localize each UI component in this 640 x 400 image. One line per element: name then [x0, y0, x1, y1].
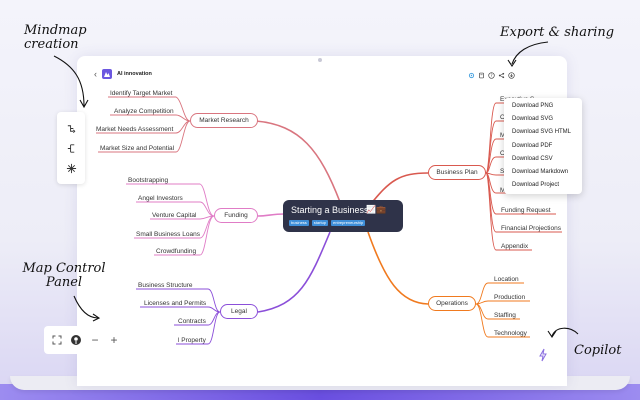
app-title: AI innovation — [117, 71, 152, 77]
node-crowdfunding[interactable]: Crowdfunding — [156, 248, 197, 255]
center-node-title: Starting a Business — [291, 205, 369, 215]
annotation-map-control-panel: Map Control Panel — [22, 261, 106, 290]
node-venture-capital[interactable]: Venture Capital — [152, 212, 197, 219]
add-sibling-icon[interactable] — [65, 142, 77, 154]
locate-icon[interactable] — [70, 334, 82, 346]
node-bp-c[interactable]: C — [500, 114, 505, 121]
node-market-size-potential[interactable]: Market Size and Potential — [100, 145, 175, 152]
mindmap-creation-panel — [57, 112, 85, 184]
node-financial-projections[interactable]: Financial Projections — [501, 225, 561, 232]
download-markdown-item[interactable]: Download Markdown — [512, 168, 569, 175]
branch-business-plan[interactable]: Business Plan — [428, 165, 486, 180]
download-png-item[interactable]: Download PNG — [512, 103, 554, 109]
zoom-in-button[interactable]: + — [110, 333, 118, 347]
node-bootstrapping[interactable]: Bootstrapping — [128, 177, 169, 184]
app-header: ‹ AI innovation — [94, 69, 152, 79]
node-angel-investors[interactable]: Angel Investors — [138, 195, 183, 202]
annotation-mindmap-creation: Mindmap creation — [24, 23, 87, 52]
node-staffing[interactable]: Staffing — [494, 312, 516, 319]
annotation-export-sharing: Export & sharing — [500, 25, 615, 40]
node-location[interactable]: Location — [494, 276, 519, 283]
tag-business[interactable]: business — [289, 220, 309, 226]
tag-entrepreneurship[interactable]: entrepreneurship — [331, 220, 366, 226]
node-bp-o[interactable]: O — [500, 150, 506, 157]
help-icon[interactable]: ? — [488, 72, 495, 79]
back-chevron-icon[interactable]: ‹ — [94, 69, 97, 79]
center-node[interactable]: Starting a Business 📈💼 business startup … — [283, 200, 403, 232]
zoom-out-button[interactable]: − — [91, 333, 99, 347]
annotation-arrows — [53, 41, 579, 338]
node-funding-request[interactable]: Funding Request — [501, 207, 551, 214]
node-analyze-competition[interactable]: Analyze Competition — [114, 108, 174, 115]
node-licenses-permits[interactable]: Licenses and Permits — [144, 300, 207, 307]
download-project-item[interactable]: Download Project — [512, 182, 560, 189]
annotation-copilot: Copilot — [574, 343, 622, 358]
node-small-business-loans[interactable]: Small Business Loans — [136, 231, 200, 238]
share-icon[interactable] — [478, 72, 485, 79]
download-svg-item[interactable]: Download SVG — [512, 116, 554, 123]
branch-legal[interactable]: Legal — [220, 304, 258, 319]
export-toolbar: ? — [468, 72, 515, 79]
settings-icon[interactable] — [468, 72, 475, 79]
center-tags: business startup entrepreneurship — [289, 220, 366, 226]
map-control-panel: − + — [44, 326, 150, 354]
node-bp-m[interactable]: M — [500, 132, 506, 139]
branch-funding[interactable]: Funding — [214, 208, 258, 223]
download-pdf-item[interactable]: Download PDF — [512, 142, 553, 149]
ai-generate-icon[interactable] — [65, 162, 77, 174]
node-appendix[interactable]: Appendix — [501, 243, 529, 250]
node-identify-target-market[interactable]: Identify Target Market — [110, 90, 173, 97]
node-technology[interactable]: Technology — [494, 330, 527, 337]
copilot-icon[interactable] — [538, 348, 548, 362]
camera-dot — [318, 58, 322, 62]
export-icon[interactable] — [508, 72, 515, 79]
fit-screen-icon[interactable] — [51, 334, 63, 346]
export-dropdown: Download PNG Download SVG Download SVG H… — [504, 98, 582, 194]
tag-startup[interactable]: startup — [311, 220, 329, 226]
node-business-structure[interactable]: Business Structure — [138, 282, 193, 289]
download-svg-html-item[interactable]: Download SVG HTML — [512, 129, 572, 136]
chart-emoji-icon: 📈💼 — [366, 205, 386, 214]
node-contracts[interactable]: Contracts — [178, 318, 206, 325]
add-child-icon[interactable] — [65, 122, 77, 134]
node-intellectual-property[interactable]: l Property — [178, 337, 206, 344]
branch-market-research[interactable]: Market Research — [190, 113, 258, 128]
download-csv-item[interactable]: Download CSV — [512, 155, 553, 162]
node-market-needs-assessment[interactable]: Market Needs Assessment — [96, 126, 174, 133]
node-bp-se[interactable]: Se — [500, 168, 508, 176]
link-icon[interactable] — [498, 72, 505, 79]
svg-text:?: ? — [490, 73, 492, 78]
branch-operations[interactable]: Operations — [428, 296, 476, 311]
app-logo — [102, 69, 112, 79]
node-production[interactable]: Production — [494, 294, 526, 301]
